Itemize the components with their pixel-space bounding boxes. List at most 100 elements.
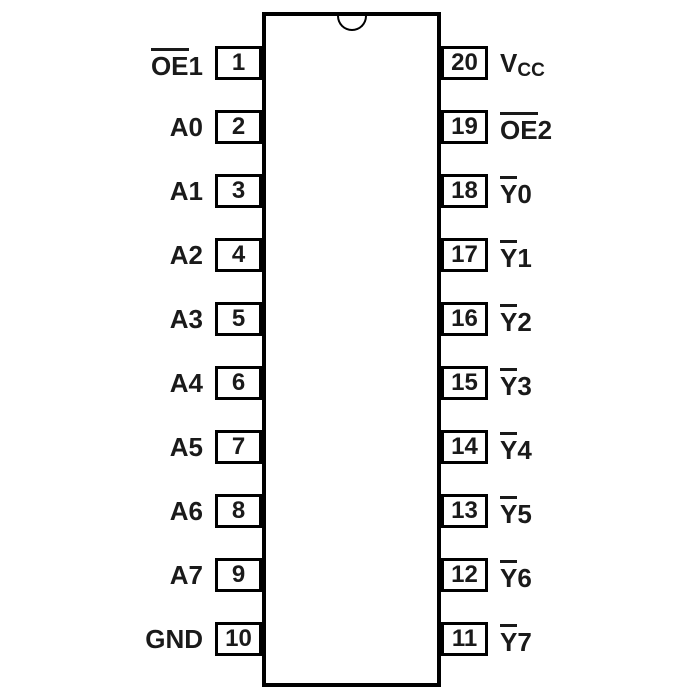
pin-box: 17 [441,238,488,272]
pin-number: 6 [231,369,246,396]
pin-label: Y7 [500,623,532,657]
pin-box: 3 [215,174,262,208]
pin-label: A5 [170,434,203,460]
pin-box: 5 [215,302,262,336]
ic-notch [336,16,367,31]
pin-row-right-13: 13 Y5 [441,479,700,543]
pin-label: A3 [170,306,203,332]
pin-label-part: 7 [517,626,532,657]
pin-row-right-16: 16 Y2 [441,287,700,351]
pin-number: 18 [451,177,478,204]
pin-label-part: 6 [517,562,532,593]
pin-label-part: 5 [517,498,532,529]
pin-number: 15 [451,369,478,396]
pin-number: 10 [225,625,252,652]
pin-label: A0 [170,114,203,140]
pin-number: 16 [451,305,478,332]
pin-row-right-19: 19 OE2 [441,95,700,159]
pin-number: 7 [231,433,246,460]
pin-label-overline-part: Y [500,431,518,463]
pin-label-part: 0 [517,178,532,209]
pin-label: A6 [170,498,203,524]
pin-box: 12 [441,558,488,592]
pin-row-right-15: 15 Y3 [441,351,700,415]
pin-box: 8 [215,494,262,528]
pin-label-part: 4 [517,434,532,465]
pin-number: 1 [231,49,246,76]
pin-label-part: 3 [517,370,532,401]
pin-number: 12 [451,561,478,588]
pin-box: 16 [441,302,488,336]
pin-label: Y0 [500,175,532,209]
pin-row-right-11: 11 Y7 [441,607,700,671]
pin-row-right-18: 18 Y0 [441,159,700,223]
pin-label: Y2 [500,303,532,337]
pin-label-overline-part: Y [500,175,518,207]
pin-label: Y3 [500,367,532,401]
pin-box: 4 [215,238,262,272]
pin-row-right-20: 20 VCC [441,31,700,95]
pin-box: 6 [215,366,262,400]
pin-row-left-5: A3 5 [0,287,262,351]
pin-row-left-4: A2 4 [0,223,262,287]
pin-box: 15 [441,366,488,400]
pin-number: 3 [231,177,246,204]
pin-box: 20 [441,46,488,80]
pin-number: 19 [451,113,478,140]
pin-label-part: V [500,48,518,78]
pin-box: 9 [215,558,262,592]
pin-row-right-17: 17 Y1 [441,223,700,287]
pin-box: 7 [215,430,262,464]
pin-box: 1 [215,46,262,80]
pin-label-part: A3 [169,304,203,334]
pin-label: GND [145,626,203,652]
pin-label-part: A1 [169,176,203,206]
pin-number: 17 [451,241,478,268]
ic-body [262,12,441,687]
pin-row-left-3: A1 3 [0,159,262,223]
pin-row-left-10: GND 10 [0,607,262,671]
pin-label: A4 [170,370,203,396]
pin-number: 5 [231,305,246,332]
pin-label-part: 2 [537,114,553,145]
pin-number: 13 [451,497,478,524]
pin-label-part: 1 [188,50,203,81]
pin-row-left-9: A7 9 [0,543,262,607]
pin-row-right-12: 12 Y6 [441,543,700,607]
pin-label-overline-part: Y [500,239,518,271]
pin-label-part: 2 [517,306,532,337]
pin-box: 18 [441,174,488,208]
pin-label: A7 [170,562,203,588]
pin-label-part: A7 [169,560,203,590]
pin-label-part: A0 [169,112,203,142]
pin-label: Y4 [500,431,532,465]
pin-row-left-7: A5 7 [0,415,262,479]
pin-box: 10 [215,622,262,656]
pin-box: 19 [441,110,488,144]
pin-label-overline-part: Y [500,367,518,399]
pin-number: 11 [451,625,478,652]
pin-label-part: A6 [169,496,203,526]
pin-label-overline-part: OE [150,47,189,79]
pin-label: VCC [500,48,545,80]
pin-label-part: A4 [169,368,203,398]
pin-number: 4 [231,241,246,268]
pin-label: Y5 [500,495,532,529]
pin-label-overline-part: Y [500,559,518,591]
pin-label-part: GND [145,624,203,654]
pin-label-overline-part: Y [500,303,518,335]
pin-label-part: A2 [169,240,203,270]
pin-label-part: 1 [517,242,532,273]
pin-label-overline-part: Y [500,623,518,655]
pin-number: 20 [451,49,478,76]
pin-label-overline-part: OE [500,111,538,143]
pin-label: A2 [170,242,203,268]
pin-label: Y1 [500,239,532,273]
pin-row-left-6: A4 6 [0,351,262,415]
pin-label: A1 [170,178,203,204]
pin-label: Y6 [500,559,532,593]
